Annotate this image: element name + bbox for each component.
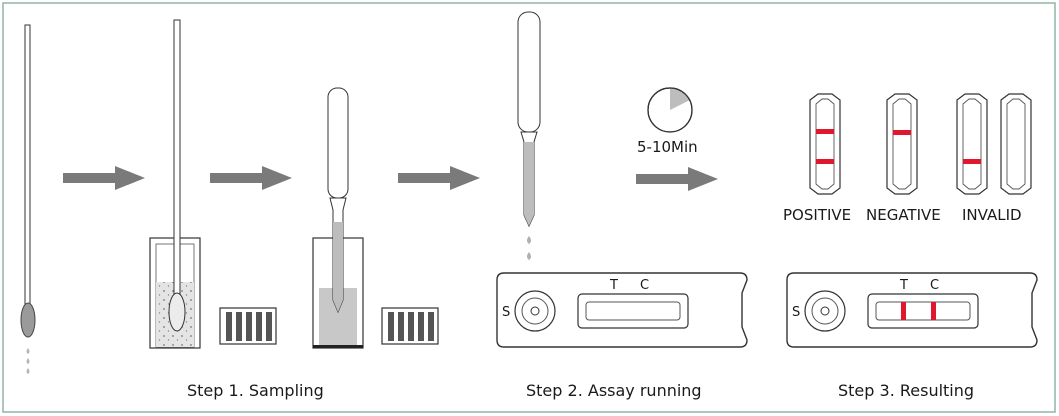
negative-label: NEGATIVE xyxy=(866,206,941,224)
step-2-caption: Step 2. Assay running xyxy=(526,381,702,400)
step-3-caption: Step 3. Resulting xyxy=(838,381,974,400)
result-invalid-strip-1 xyxy=(956,93,988,195)
sample-well-label: S xyxy=(502,305,510,320)
arrow-4 xyxy=(636,167,718,191)
swab xyxy=(20,24,36,374)
result-positive-strip xyxy=(809,93,841,195)
step-1-caption: Step 1. Sampling xyxy=(187,381,324,400)
result-negative-strip xyxy=(886,93,918,195)
test-line-label-2: T xyxy=(899,278,908,293)
tube-with-swab xyxy=(149,19,201,349)
invalid-label: INVALID xyxy=(962,206,1022,224)
sample-well-label-2: S xyxy=(792,305,800,320)
result-invalid-strip-2 xyxy=(1000,93,1032,195)
test-strips-pack-2 xyxy=(381,307,439,345)
control-line-label: C xyxy=(640,278,649,293)
tube-with-dropper xyxy=(312,87,364,349)
arrow-3 xyxy=(398,166,480,190)
arrow-1 xyxy=(63,166,145,190)
timer-label: 5-10Min xyxy=(637,138,698,156)
test-cassette-running: S T C xyxy=(496,272,748,348)
control-line-label-2: C xyxy=(930,278,939,293)
dropper-dripping xyxy=(517,11,541,260)
arrow-2 xyxy=(210,166,292,190)
timer-clock-icon xyxy=(647,87,693,133)
test-line-label: T xyxy=(609,278,618,293)
test-cassette-result: S T C xyxy=(786,272,1038,348)
swab-drops xyxy=(26,348,30,374)
test-strips-pack-1 xyxy=(219,307,277,345)
positive-label: POSITIVE xyxy=(783,206,851,224)
